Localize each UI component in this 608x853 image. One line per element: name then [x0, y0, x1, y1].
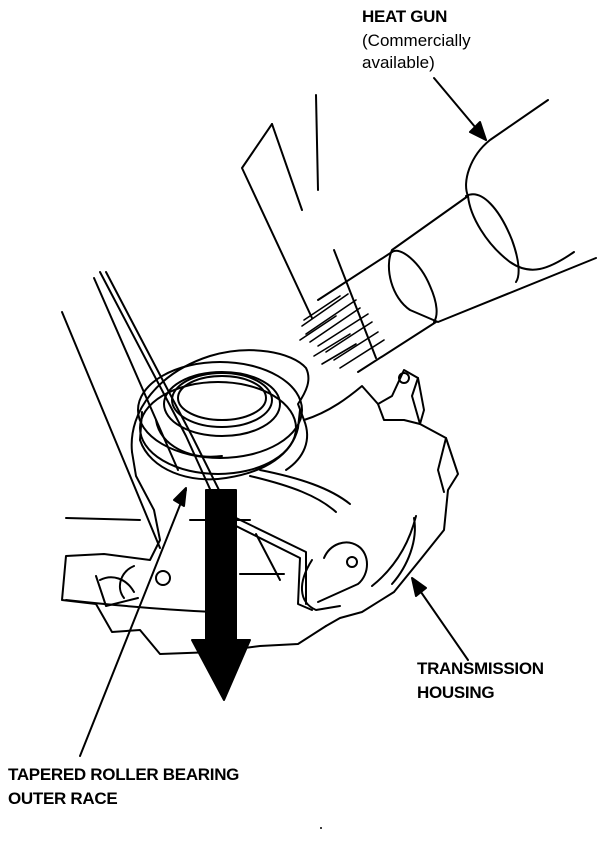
transmission-housing-label-line2: HOUSING	[417, 683, 495, 702]
heat-gun-title: HEAT GUN	[362, 7, 448, 26]
background-lines	[61, 94, 319, 549]
leader-lines	[79, 77, 487, 757]
force-arrow	[191, 489, 251, 701]
heat-gun-note-line1: (Commercially	[362, 31, 471, 50]
speck	[320, 827, 322, 829]
housing-blade	[241, 123, 377, 359]
bearing-race	[137, 361, 303, 481]
heat-gun	[317, 99, 597, 373]
heat-gun-note-line2: available)	[362, 53, 435, 72]
transmission-housing	[61, 349, 459, 655]
bearing-race-label-line1: TAPERED ROLLER BEARING	[8, 765, 240, 784]
bearing-race-label-line2: OUTER RACE	[8, 789, 118, 808]
transmission-housing-label-line1: TRANSMISSION	[417, 659, 544, 678]
heat-streaks	[299, 293, 385, 369]
